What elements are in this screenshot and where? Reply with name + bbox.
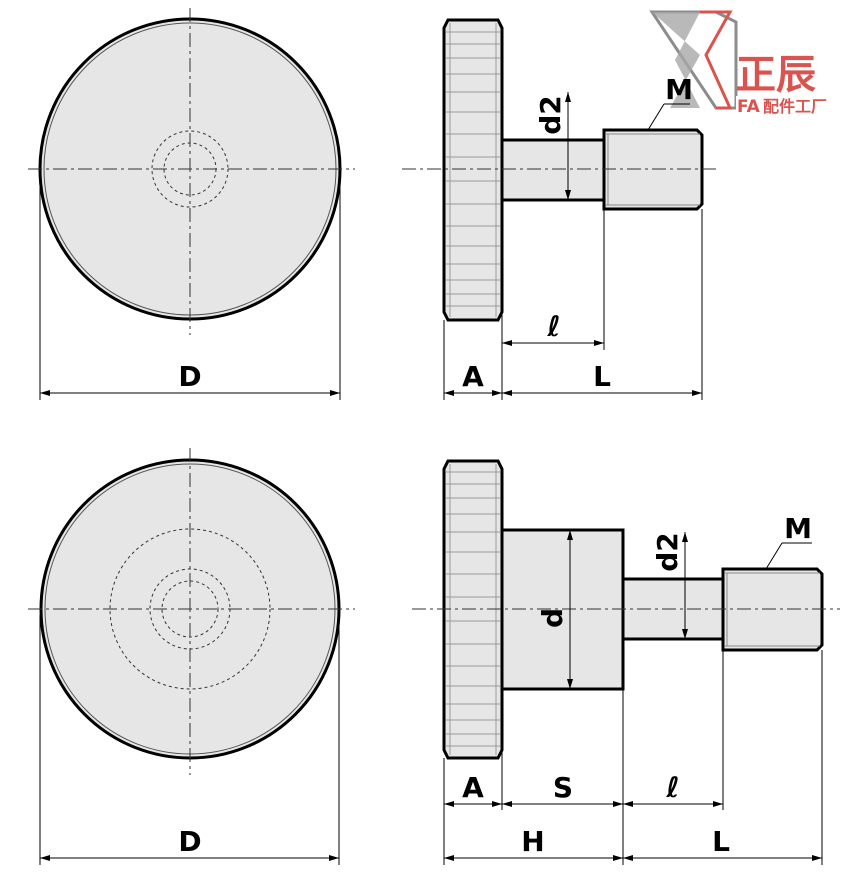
dim-L-label: L	[593, 360, 611, 393]
dim-D-label-bottom: D	[178, 825, 201, 858]
dim-L-label-bottom: L	[712, 825, 730, 858]
dim-d2-label: d2	[534, 95, 567, 135]
label-M-bottom: M	[784, 512, 812, 545]
dim-d2-label-bottom: d2	[651, 532, 684, 572]
dim-S-label: S	[553, 771, 573, 804]
brand-logo: 正辰 FA 配件工厂	[649, 10, 827, 117]
dim-l-label-bottom: ℓ	[665, 771, 679, 804]
logo-main-text: 正辰	[736, 52, 816, 98]
knurl-lines	[446, 23, 500, 317]
dim-H-label: H	[521, 825, 544, 858]
dim-l-label: ℓ	[546, 310, 560, 343]
dim-d-label: d	[536, 608, 569, 628]
dim-A-label-bottom: A	[462, 771, 484, 804]
logo-sub-text: 配件工厂	[763, 97, 827, 116]
top-front-view: D	[28, 8, 355, 400]
dim-A-label: A	[462, 360, 484, 393]
top-side-view: d2 M ℓ A L	[402, 18, 720, 400]
dim-D-label: D	[178, 360, 201, 393]
label-M: M	[665, 73, 693, 106]
bottom-front-view: D	[28, 448, 355, 865]
logo-fa-text: FA	[737, 97, 761, 117]
bottom-side-view: d d2 M A S ℓ H L	[412, 459, 840, 865]
